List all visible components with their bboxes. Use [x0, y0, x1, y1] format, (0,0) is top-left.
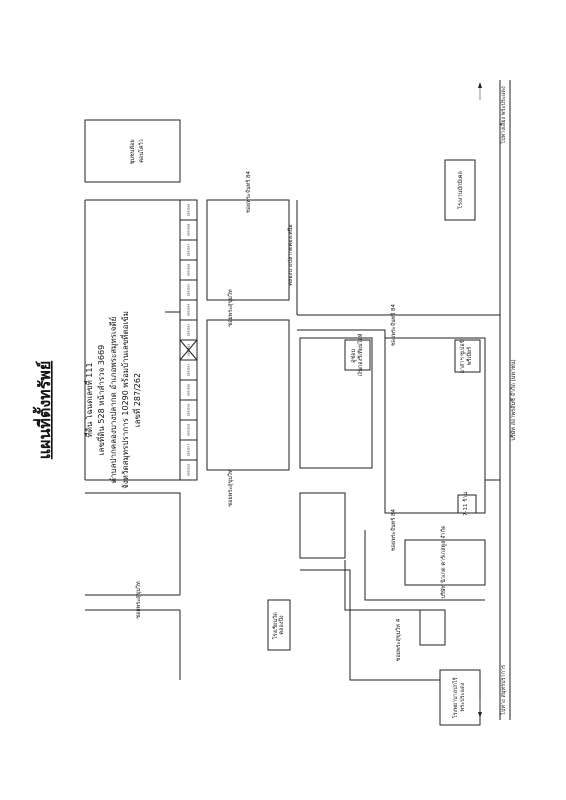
middle-block	[299, 492, 346, 559]
parcel-number: 287/264	[187, 304, 191, 317]
hospital-line2: พระประแดง	[459, 682, 466, 711]
parcel-number: 287/259	[187, 404, 191, 417]
road-sukhumvit-1: ซอยพระสุขุมวิท	[227, 289, 234, 327]
info-line-3: ตำบลปากคลองบางปลากด อำเภอพระสมุทรเจดีย์	[108, 317, 118, 484]
school-label: โรงเรียนวัด คลองบึง	[271, 611, 285, 640]
community-hall-box	[84, 119, 181, 183]
info-line-2: เลขที่ดิน 528 หน้าสำรวจ 3669	[95, 345, 106, 455]
lower-lane-2	[364, 530, 485, 601]
shop-line1: อาสาฯ ซูเปอร์	[459, 340, 466, 373]
sukhumvit-road-left	[85, 594, 180, 611]
garage-line1: อู่ซ่อม	[350, 349, 357, 363]
road-sukhumvit-2: ซอยพระสุขุมวิท	[227, 469, 234, 507]
community-hall-label: ชุมชนห้อย คอนโควิว	[129, 138, 145, 165]
road-soi-84-mid: ซอยพระจันทร์ 84	[390, 303, 397, 346]
school-line2: คลองบึง	[278, 615, 285, 635]
school-box	[267, 599, 291, 651]
property-info: ที่ดิน โฉนดเลขที่ 111 เลขที่ดิน 528 หน้า…	[83, 311, 142, 489]
garage-label: อู่ซ่อม เงินกองรีเทียมไฮห์	[350, 333, 364, 376]
school-line1: โรงเรียนวัด	[271, 612, 279, 639]
hospital-label: โรงพยาบาลปกไร้ พระประแดง	[451, 676, 466, 719]
parcel-number: 287/265	[187, 284, 191, 297]
road-soi-4: ซอยพระสุขุมวิท 4	[395, 618, 402, 661]
hospital-line1: โรงพยาบาลปกไร้	[451, 677, 459, 718]
left-boundary	[84, 199, 180, 481]
community-hall-line2: คอนโควิว	[137, 139, 145, 163]
road-soi-84-low: ซอยพระจันทร์ 84	[390, 508, 397, 551]
garage-box	[344, 339, 371, 371]
block-a	[206, 199, 290, 301]
parcel-number: 287/256	[187, 464, 191, 477]
road-soi-84-top: ซอยพระจันทร์ 84	[245, 170, 252, 213]
shop-label: อาสาฯ ซูเปอร์ พรีเมียร์	[459, 339, 473, 374]
factory-box	[444, 159, 476, 221]
hospital-box	[439, 669, 481, 726]
main-road-vertical	[499, 80, 511, 720]
shop-line2: พรีเมียร์	[466, 347, 473, 365]
btm-company-label: บริษัท สถาพรลัมซี จำกัด (มหาชน)	[510, 359, 517, 440]
seven-eleven-label: 7-11 ร้าน	[462, 492, 469, 516]
selected-parcel-cross	[179, 339, 198, 361]
parcel-number: 287/266	[187, 264, 191, 277]
road-main-bottom: ไปทาง สมุทรปราการ	[500, 665, 507, 716]
map-title: แผนที่ตั้งทรัพย์	[32, 361, 54, 459]
lower-lane-3	[300, 569, 440, 681]
seven-eleven-box	[457, 494, 477, 514]
parcel-number: 287/263	[187, 324, 191, 337]
road-main-top: ไปทางเลี้ยง พระประแดง	[499, 86, 507, 145]
parcel-strip: 287/269 287/268 287/267 287/266 287/265 287/2…	[179, 199, 198, 481]
parcel-number: 287/268	[187, 224, 191, 237]
parcel-number: 287/269	[187, 204, 191, 217]
community-hall-line1: ชุมชนห้อย	[129, 139, 136, 164]
company-label: บริษัท นิวเกต คาร์เกสตูล จำกัด	[440, 525, 447, 598]
parcel-number: 287/257	[187, 444, 191, 457]
company-box	[404, 539, 486, 586]
factory-label: โรงงานมักมิเคล	[456, 171, 464, 209]
road-canal: คลองบางปลากดคองเหนือ	[287, 224, 294, 285]
parcel-number: 287/267	[187, 244, 191, 257]
road-sukhumvit-3: ซอยพระสุขุมวิท	[135, 581, 142, 619]
parcel-number: 287/260	[187, 384, 191, 397]
info-line-1: ที่ดิน โฉนดเลขที่ 111	[83, 362, 94, 437]
main-arrow-top-head	[478, 82, 482, 88]
shop-box	[454, 339, 481, 373]
buddha-school-box	[419, 609, 446, 646]
parcel-number: 287/261	[187, 364, 191, 377]
garage-line2: เงินกองรีเทียมไฮห์	[357, 333, 364, 376]
left-lower-boundary	[85, 492, 181, 595]
main-arrow-bottom-head	[478, 712, 482, 718]
block-b	[206, 319, 290, 471]
info-line-4: จังหวัดสมุทรปราการ 10290 พร้อมบ้านเลขที่…	[119, 311, 130, 489]
lower-lane-1	[344, 560, 440, 611]
info-line-5: เลขที่ 287/262	[131, 373, 142, 427]
canal-road	[296, 200, 500, 316]
parcel-number: 287/258	[187, 424, 191, 437]
